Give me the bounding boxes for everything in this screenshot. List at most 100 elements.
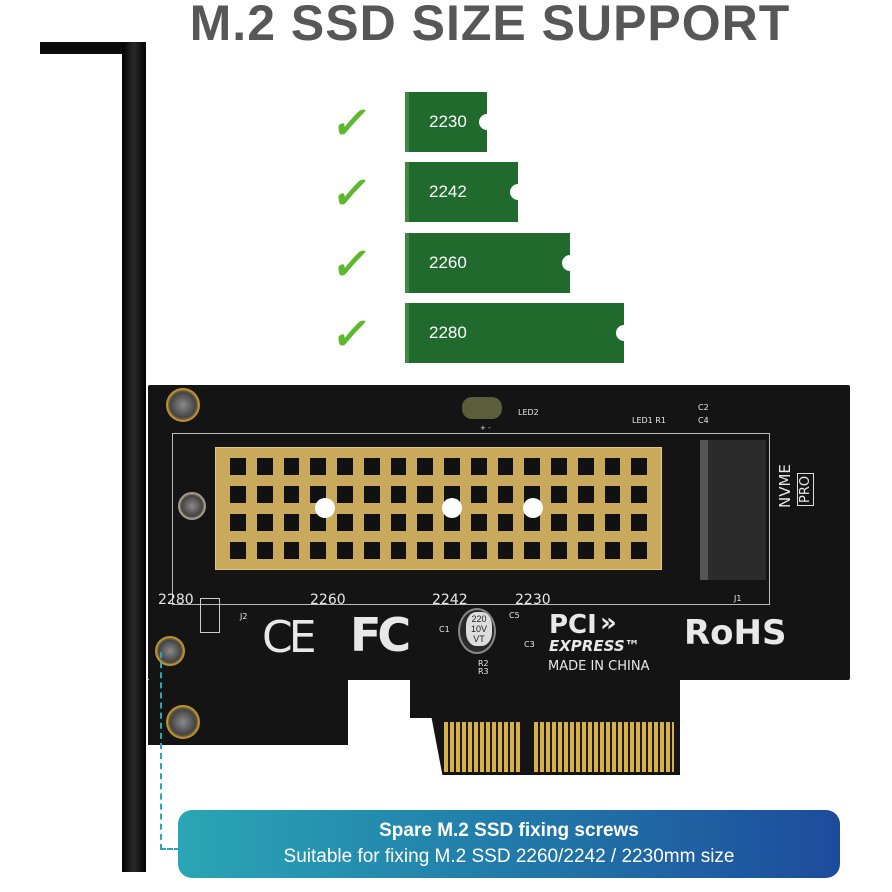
plate-vent — [551, 486, 567, 503]
c4-label: C4 — [698, 416, 709, 425]
plate-vent — [604, 458, 621, 475]
made-in-label: MADE IN CHINA — [548, 659, 650, 674]
c5-label: C5 — [509, 611, 520, 620]
j1-label: J1 — [734, 594, 742, 603]
plate-vent — [230, 514, 246, 531]
plate-vent — [577, 486, 594, 503]
ssd-2280: 2280 — [405, 303, 632, 363]
plate-vent — [256, 458, 273, 475]
plate-vent — [631, 458, 647, 475]
plate-vent — [310, 542, 326, 559]
rohs-logo: RoHS — [684, 613, 787, 653]
plate-vent — [497, 486, 514, 503]
plate-vent — [283, 458, 300, 475]
screw-icon — [166, 705, 200, 739]
banner-title: Spare M.2 SSD fixing screws — [379, 820, 639, 841]
plate-vent — [417, 486, 433, 503]
led2-label: LED2 — [518, 408, 539, 417]
led-polarity: + - — [480, 424, 491, 432]
ssd-label: 2242 — [429, 182, 467, 201]
plate-vent — [631, 542, 647, 559]
plate-vent — [470, 542, 487, 559]
plate-vent — [283, 542, 300, 559]
ssd-label: 2280 — [429, 323, 467, 342]
plate-vent — [551, 458, 567, 475]
plate-vent — [417, 458, 433, 475]
mount-hole — [442, 498, 462, 518]
pci-bracket — [122, 42, 146, 872]
plate-vent — [551, 542, 567, 559]
plate-vent — [337, 458, 353, 475]
plate-vent — [577, 542, 594, 559]
plate-vent — [497, 458, 514, 475]
ssd-outline — [172, 433, 770, 605]
plate-vent — [604, 514, 621, 531]
plate-vent — [417, 514, 433, 531]
ruler-2280: 2280 — [158, 592, 194, 608]
check-icon: ✓ — [328, 240, 375, 289]
plate-vent — [497, 514, 514, 531]
plate-vent — [470, 514, 487, 531]
led — [462, 397, 502, 419]
j2-label: J2 — [240, 612, 248, 621]
j2-header — [200, 598, 220, 633]
ssd-2242: 2242 — [405, 162, 526, 222]
ruler-2260: 2260 — [310, 592, 346, 608]
plate-vent — [310, 514, 326, 531]
plate-vent — [337, 514, 353, 531]
plate-vent — [283, 514, 300, 531]
plate-vent — [363, 542, 380, 559]
ssd-2230: 2230 — [405, 92, 495, 152]
check-icon: ✓ — [328, 310, 375, 359]
pcie-fingers — [534, 722, 674, 772]
screw-icon — [166, 388, 200, 422]
m2-slot[interactable] — [700, 440, 766, 580]
plate-vent — [524, 542, 540, 559]
ssd-2260: 2260 — [405, 233, 578, 293]
plate-vent — [256, 514, 273, 531]
mount-hole — [523, 498, 543, 518]
r2r3-label: R2 R3 — [478, 659, 489, 676]
plate-vent — [631, 514, 647, 531]
pci-chevron-icon: » — [600, 608, 617, 638]
plate-vent — [390, 486, 407, 503]
plate-vent — [470, 486, 487, 503]
banner-subtitle: Suitable for fixing M.2 SSD 2260/2242 / … — [283, 846, 735, 867]
ssd-label: 2230 — [429, 112, 467, 131]
plate-vent — [390, 458, 407, 475]
plate-vent — [631, 486, 647, 503]
screw-icon — [178, 492, 206, 520]
plate-vent — [256, 542, 273, 559]
plate-vent — [524, 458, 540, 475]
plate-vent — [230, 458, 246, 475]
page-title: M.2 SSD SIZE SUPPORT — [189, 0, 791, 51]
spare-screws-banner: Spare M.2 SSD fixing screws Suitable for… — [178, 810, 840, 878]
ruler-2242: 2242 — [432, 592, 468, 608]
plate-vent — [283, 486, 300, 503]
pcie-fingers — [444, 722, 520, 772]
weee-icon — [372, 688, 398, 724]
heat-plate — [215, 447, 662, 570]
ce-logo: CE — [262, 612, 316, 663]
plate-vent — [337, 486, 353, 503]
plate-vent — [444, 542, 460, 559]
plate-vent — [577, 458, 594, 475]
plate-vent — [444, 458, 460, 475]
plate-vent — [604, 486, 621, 503]
plate-vent — [363, 486, 380, 503]
plate-vent — [363, 458, 380, 475]
plate-vent — [230, 486, 246, 503]
mount-hole — [315, 498, 335, 518]
dashed-pointer — [160, 652, 180, 850]
capacitor-label: 220 10V VT — [466, 612, 492, 646]
plate-vent — [470, 458, 487, 475]
plate-vent — [363, 514, 380, 531]
plate-vent — [577, 514, 594, 531]
ssd-label: 2260 — [429, 253, 467, 272]
plate-vent — [524, 514, 540, 531]
plate-vent — [444, 514, 460, 531]
plate-vent — [256, 486, 273, 503]
c2-label: C2 — [698, 403, 709, 412]
c1-label: C1 — [439, 625, 450, 634]
led1-label: LED1 R1 — [632, 416, 666, 425]
